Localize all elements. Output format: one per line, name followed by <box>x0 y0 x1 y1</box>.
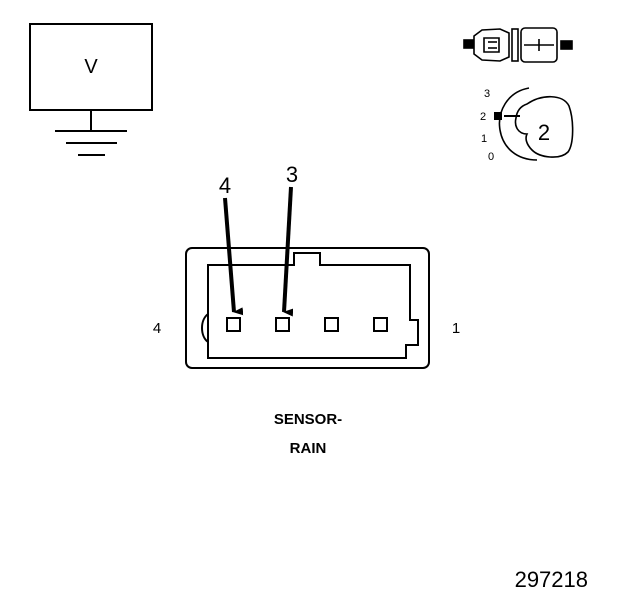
connector-inner-wall <box>207 252 419 359</box>
component-name-line2: RAIN <box>290 440 327 457</box>
connector-pin-3 <box>275 317 290 332</box>
key-position-1: 1 <box>481 133 487 145</box>
connector-pin-1 <box>373 317 388 332</box>
key-selected-position: 2 <box>538 120 550 145</box>
figure-number: 297218 <box>515 567 588 592</box>
arrow-to-pin-4 <box>223 197 244 316</box>
connector-pin-4 <box>226 317 241 332</box>
arrow-to-pin-3 <box>282 186 294 317</box>
key-switch-icon <box>494 87 574 161</box>
connector-side-label-left: 4 <box>153 320 161 337</box>
component-name-line1: SENSOR- <box>274 411 342 428</box>
connector-plug-icon <box>463 27 573 63</box>
voltmeter-label: V <box>84 56 98 78</box>
connector-side-label-right: 1 <box>452 320 460 337</box>
callout-pin-4: 4 <box>219 173 231 198</box>
key-position-0: 0 <box>488 151 494 163</box>
connector-pin-2 <box>324 317 339 332</box>
callout-pin-3: 3 <box>286 162 298 187</box>
voltmeter-symbol: V <box>29 23 153 156</box>
ground-icon <box>55 110 127 156</box>
key-position-3: 3 <box>484 88 490 100</box>
key-position-2: 2 <box>480 111 486 123</box>
connector-housing <box>185 247 430 369</box>
sensor-connector <box>185 247 430 369</box>
